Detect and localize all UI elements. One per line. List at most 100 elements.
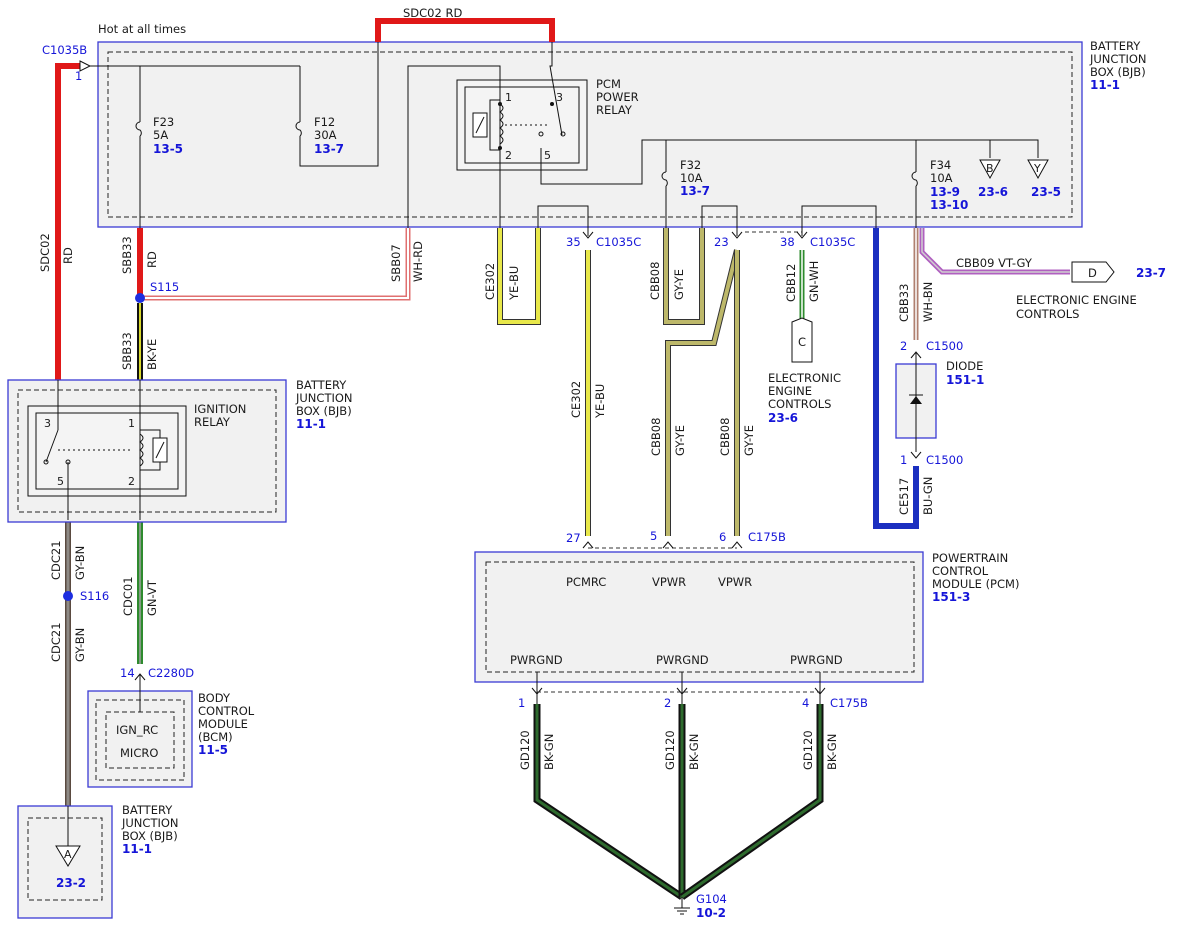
wire-cbb08-top-label: CBB08 GY-YE [648, 262, 686, 300]
svg-text:F32: F32 [680, 158, 701, 172]
svg-text:CBB33: CBB33 [897, 284, 911, 322]
svg-text:YE-BU: YE-BU [507, 266, 521, 301]
c1035b-pin: 1 [75, 69, 82, 83]
svg-text:PCM: PCM [596, 77, 621, 91]
svg-text:13-10: 13-10 [930, 198, 968, 212]
svg-text:10A: 10A [930, 171, 953, 185]
svg-text:5: 5 [544, 149, 551, 162]
svg-text:ELECTRONIC: ELECTRONIC [768, 371, 841, 385]
ignition-relay-internals: 3 1 5 2 [43, 380, 168, 520]
wire-cbb12-label: CBB12 GN-WH [784, 261, 821, 302]
pcm-title: POWERTRAIN CONTROL MODULE (PCM) 151-3 [932, 551, 1019, 604]
pcm-top-pins: PCMRC VPWR VPWR [566, 541, 752, 589]
svg-text:13-9: 13-9 [930, 185, 960, 199]
svg-text:1: 1 [900, 453, 907, 467]
connector-c175b-bottom: 1 2 4 C175B [518, 696, 868, 710]
diode-symbol [909, 351, 923, 459]
bjb-top-title: BATTERY JUNCTION BOX (BJB) 11-1 [1089, 39, 1147, 92]
svg-text:VPWR: VPWR [652, 575, 686, 589]
svg-text:PCMRC: PCMRC [566, 575, 606, 589]
svg-text:13-5: 13-5 [153, 142, 183, 156]
svg-text:DIODE: DIODE [946, 359, 983, 373]
bjb-ignition-title: BATTERY JUNCTION BOX (BJB) 11-1 [295, 378, 353, 431]
c1035b-label: C1035B [42, 43, 87, 57]
svg-text:11-5: 11-5 [198, 743, 228, 757]
connector-c2280d: 14 C2280D [120, 666, 194, 712]
wire-cbb08-top [663, 228, 705, 325]
svg-text:ELECTRONIC ENGINE: ELECTRONIC ENGINE [1016, 293, 1137, 307]
connector-c175b-top: 27 5 6 C175B [566, 529, 786, 545]
svg-text:CBB08: CBB08 [718, 418, 732, 456]
svg-text:F12: F12 [314, 115, 335, 129]
connector-c1035c-23: 23 [714, 231, 743, 249]
connector-c1035c-35: 35 C1035C [566, 231, 641, 249]
svg-text:PWRGND: PWRGND [656, 653, 709, 667]
svg-text:23-6: 23-6 [978, 185, 1008, 199]
wire-cdc21-b-label: CDC21 GY-BN [49, 622, 87, 662]
pcm-relay-internals: 1 3 2 5 [472, 91, 566, 162]
svg-text:YE-BU: YE-BU [593, 384, 607, 419]
svg-text:D: D [1088, 266, 1097, 280]
connector-c1035c-38: 38 C1035C [780, 231, 855, 249]
svg-text:35: 35 [566, 235, 581, 249]
wire-gd120 [533, 704, 824, 900]
hot-label: Hot at all times [98, 22, 186, 36]
svg-text:GD120: GD120 [518, 730, 532, 770]
diode-label: DIODE 151-1 [946, 359, 984, 387]
splice-s116 [63, 591, 73, 601]
svg-text:JUNCTION: JUNCTION [121, 816, 179, 830]
wire-cbb08-mid2-label: CBB08 GY-YE [718, 418, 756, 456]
svg-text:GY-YE: GY-YE [742, 425, 756, 456]
svg-text:BATTERY: BATTERY [122, 803, 173, 817]
ground-g104: G104 10-2 [674, 892, 727, 920]
wire-gd120-1-label: GD120 BK-GN [518, 730, 556, 770]
svg-text:CE302: CE302 [569, 381, 583, 418]
bjb-bottom-title: BATTERY JUNCTION BOX (BJB) 11-1 [121, 803, 179, 856]
eec-d-label: ELECTRONIC ENGINE CONTROLS [1016, 293, 1137, 321]
svg-text:23-7: 23-7 [1136, 266, 1166, 280]
svg-text:BK-GN: BK-GN [542, 734, 556, 770]
svg-text:CBB12: CBB12 [784, 264, 798, 302]
wire-sbb07 [140, 228, 411, 301]
connector-c1500-bottom: 1 C1500 [900, 453, 963, 467]
bcm-ign-rc: IGN_RC [116, 723, 158, 737]
svg-text:SDC02: SDC02 [38, 233, 52, 272]
svg-text:30A: 30A [314, 128, 337, 142]
svg-text:BOX (BJB): BOX (BJB) [1090, 65, 1146, 79]
pcm-box [474, 551, 924, 683]
svg-text:2: 2 [900, 339, 907, 353]
svg-text:(BCM): (BCM) [198, 730, 233, 744]
svg-text:RD: RD [61, 247, 75, 264]
svg-text:C1035C: C1035C [596, 235, 641, 249]
svg-text:1: 1 [128, 417, 135, 430]
svg-text:151-3: 151-3 [932, 590, 970, 604]
off-page-y-connector: Y 23-5 [1027, 159, 1061, 199]
svg-text:2: 2 [505, 149, 512, 162]
svg-text:23: 23 [714, 235, 729, 249]
svg-text:GY-BN: GY-BN [73, 628, 87, 662]
svg-text:WH-RD: WH-RD [411, 241, 425, 282]
svg-text:MODULE: MODULE [198, 717, 248, 731]
svg-text:JUNCTION: JUNCTION [295, 391, 353, 405]
off-page-d-connector: D 23-7 [1071, 261, 1166, 283]
wire-cbb08-mid1-label: CBB08 GY-YE [649, 418, 687, 456]
svg-text:BODY: BODY [198, 691, 231, 705]
svg-text:27: 27 [566, 531, 581, 545]
bcm-title: BODY CONTROL MODULE (BCM) 11-5 [198, 691, 255, 757]
svg-text:A: A [64, 848, 72, 861]
svg-text:G104: G104 [696, 892, 727, 906]
ignition-relay-label: IGNITION RELAY [194, 402, 246, 429]
svg-text:CBB08: CBB08 [649, 418, 663, 456]
svg-text:CDC21: CDC21 [49, 540, 63, 580]
svg-text:BK-GN: BK-GN [687, 734, 701, 770]
wire-cbb08-runs [665, 249, 740, 536]
eec-c-label: ELECTRONIC ENGINE CONTROLS 23-6 [768, 371, 841, 425]
svg-text:SBB07: SBB07 [389, 244, 403, 282]
svg-text:CDC21: CDC21 [49, 622, 63, 662]
wire-sbb07-label: SBB07 WH-RD [389, 241, 425, 282]
wire-ce302-mid-label: CE302 YE-BU [569, 381, 607, 419]
svg-text:CONTROL: CONTROL [198, 704, 255, 718]
svg-text:2: 2 [128, 475, 135, 488]
svg-text:GY-YE: GY-YE [672, 269, 686, 300]
wire-gd120-3-label: GD120 BK-GN [801, 730, 839, 770]
